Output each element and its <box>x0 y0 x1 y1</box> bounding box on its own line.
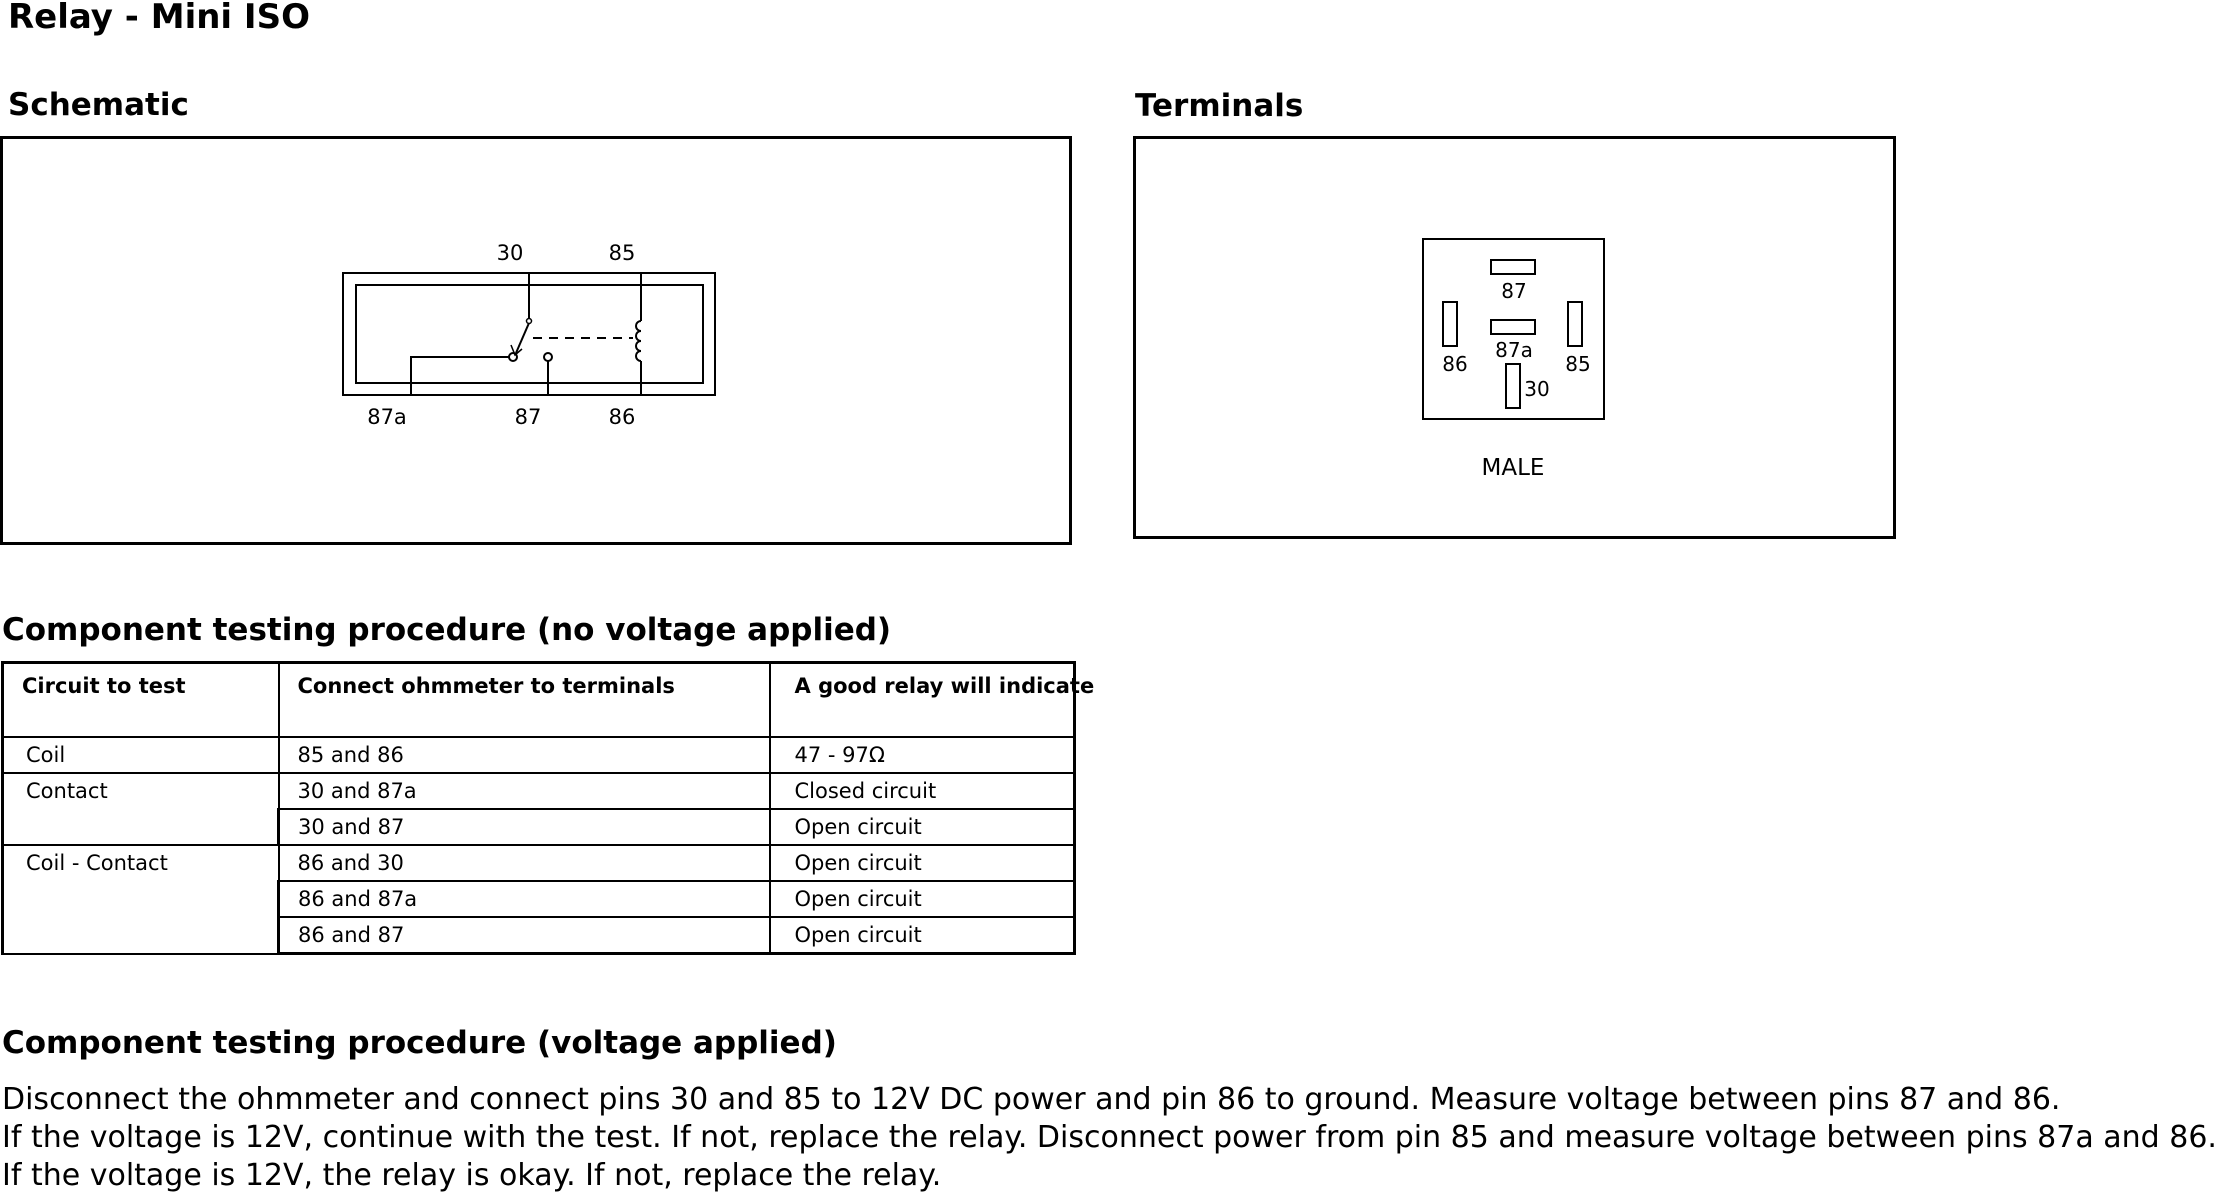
column-header-circuit: Circuit to test <box>1 661 280 738</box>
cell-terminals: 86 and 87a <box>277 880 771 918</box>
terminal-label-85: 85 <box>1565 352 1590 376</box>
schematic-label-85: 85 <box>609 241 636 265</box>
relay-schematic-diagram: 30 85 87a 87 86 <box>342 241 716 429</box>
pin-87 <box>1490 259 1536 275</box>
cell-circuit: Coil - Contact <box>1 844 280 955</box>
cell-circuit: Contact <box>1 772 280 846</box>
contact-87 <box>543 352 553 362</box>
no-voltage-test-table: Circuit to test Connect ohmmeter to term… <box>1 661 1094 955</box>
procedure-line: If the voltage is 12V, continue with the… <box>2 1120 2217 1155</box>
schematic-panel: 30 85 87a 87 86 <box>0 136 1072 545</box>
cell-circuit: Coil <box>1 736 280 774</box>
switch-arrow <box>510 344 523 357</box>
page-title: Relay - Mini ISO <box>8 0 310 37</box>
cell-terminals: 30 and 87 <box>277 808 771 846</box>
schematic-label-86: 86 <box>609 405 636 429</box>
table-row: 30 and 87 Open circuit <box>3 808 1076 846</box>
switch-pivot <box>525 317 533 325</box>
terminal-label-87a: 87a <box>1495 338 1533 362</box>
table-row: Coil - Contact 86 and 30 Open circuit <box>1 844 1076 955</box>
relay-terminal-layout-diagram: 87 87a 86 85 30 MALE <box>1422 238 1605 481</box>
pin-85 <box>1567 301 1583 347</box>
terminals-panel: 87 87a 86 85 30 MALE <box>1133 136 1896 539</box>
column-header-result: A good relay will indicate <box>768 661 1094 738</box>
cell-result: 47 - 97Ω <box>768 736 1076 774</box>
voltage-procedure-text: Disconnect the ohmmeter and connect pins… <box>2 1081 2217 1195</box>
schematic-label-87: 87 <box>515 405 542 429</box>
cell-result: Open circuit <box>768 844 1076 882</box>
table-row: 86 and 87 Open circuit <box>3 916 1076 955</box>
cell-terminals: 85 and 86 <box>277 736 771 774</box>
switch-blade <box>515 322 530 354</box>
terminal-label-86: 86 <box>1442 352 1467 376</box>
no-voltage-heading: Component testing procedure (no voltage … <box>2 612 892 648</box>
voltage-heading: Component testing procedure (voltage app… <box>2 1025 837 1061</box>
table-header-row: Circuit to test Connect ohmmeter to term… <box>1 661 1094 738</box>
column-header-terminals: Connect ohmmeter to terminals <box>277 661 771 738</box>
terminal-caption-male: MALE <box>1482 455 1545 481</box>
cell-result: Closed circuit <box>768 772 1076 810</box>
table-row: Contact 30 and 87a Closed circuit <box>1 772 1076 846</box>
table-row: Coil 85 and 86 47 - 97Ω <box>1 736 1076 774</box>
contact-87a <box>508 352 518 362</box>
terminals-heading: Terminals <box>1135 88 1304 124</box>
pin-30 <box>1505 363 1521 409</box>
cell-terminals: 30 and 87a <box>277 772 771 810</box>
pin-86 <box>1442 301 1458 347</box>
schematic-heading: Schematic <box>8 87 189 123</box>
schematic-label-87a: 87a <box>367 405 407 429</box>
table-row: 86 and 87a Open circuit <box>3 880 1076 918</box>
relay-base-outline <box>1422 238 1605 420</box>
terminal-label-87: 87 <box>1501 279 1526 303</box>
cell-terminals: 86 and 87 <box>277 916 771 955</box>
procedure-line: If the voltage is 12V, the relay is okay… <box>2 1158 942 1193</box>
cell-result: Open circuit <box>768 916 1076 955</box>
pin-87a <box>1490 319 1536 335</box>
cell-terminals: 86 and 30 <box>277 844 771 882</box>
cell-result: Open circuit <box>768 808 1076 846</box>
cell-result: Open circuit <box>768 880 1076 918</box>
terminal-label-30: 30 <box>1524 377 1549 401</box>
terminal-87a-lead <box>410 356 509 395</box>
schematic-label-30: 30 <box>497 241 524 265</box>
procedure-line: Disconnect the ohmmeter and connect pins… <box>2 1082 2061 1117</box>
coil-winding <box>635 320 642 362</box>
